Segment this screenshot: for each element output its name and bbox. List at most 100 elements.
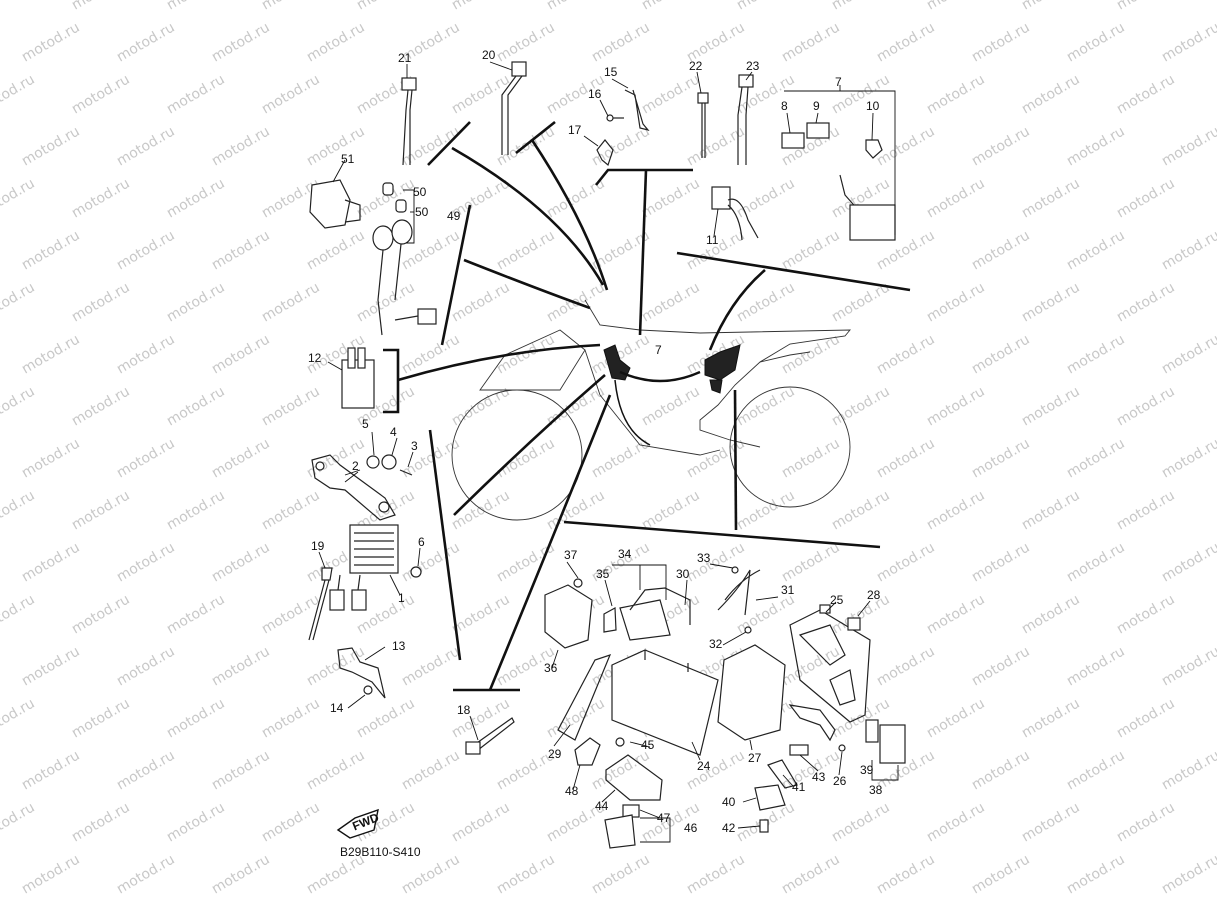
watermark-text: motod.ru: [19, 19, 83, 65]
part-label-35: 35: [596, 567, 610, 581]
watermark-text: motod.ru: [399, 539, 463, 585]
watermark-text: motod.ru: [779, 227, 843, 273]
watermark-text: motod.ru: [639, 383, 703, 429]
part-label-44: 44: [595, 799, 609, 813]
watermark-text: motod.ru: [1064, 643, 1128, 689]
watermark-text: motod.ru: [69, 175, 133, 221]
watermark-text: motod.ru: [209, 747, 273, 793]
watermark-text: motod.ru: [1019, 0, 1083, 13]
watermark-text: motod.ru: [209, 539, 273, 585]
watermark-text: motod.ru: [969, 435, 1033, 481]
watermark-text: motod.ru: [209, 435, 273, 481]
watermark-text: motod.ru: [1159, 227, 1217, 273]
watermark-text: motod.ru: [969, 643, 1033, 689]
coupler-12: [341, 347, 375, 409]
watermark-text: motod.ru: [114, 851, 178, 897]
watermark-text: motod.ru: [734, 0, 798, 13]
part-label-16: 16: [588, 87, 602, 101]
watermark-text: motod.ru: [684, 851, 748, 897]
part-label-20: 20: [482, 48, 496, 62]
watermark-text: motod.ru: [304, 123, 368, 169]
part-label-8: 8: [781, 99, 788, 113]
watermark-text: motod.ru: [1159, 331, 1217, 377]
watermark-text: motod.ru: [1159, 123, 1217, 169]
part-label-26: 26: [833, 774, 847, 788]
part-label-27: 27: [748, 751, 762, 765]
part-label-6: 6: [418, 535, 425, 549]
motorcycle-outline: [451, 299, 851, 521]
watermark-text: motod.ru: [924, 279, 988, 325]
watermark-text: motod.ru: [19, 331, 83, 377]
watermark-text: motod.ru: [969, 19, 1033, 65]
watermark-text: motod.ru: [259, 695, 323, 741]
watermark-text: motod.ru: [779, 19, 843, 65]
battery-group: [544, 564, 906, 849]
watermark-text: motod.ru: [69, 383, 133, 429]
part-label-31: 31: [781, 583, 795, 597]
watermark-text: motod.ru: [304, 747, 368, 793]
watermark-text: motod.ru: [1019, 71, 1083, 117]
watermark-text: motod.ru: [1064, 331, 1128, 377]
watermark-text: motod.ru: [779, 851, 843, 897]
watermark-text: motod.ru: [779, 643, 843, 689]
watermark-text: motod.ru: [924, 591, 988, 637]
watermark-text: motod.ru: [399, 747, 463, 793]
watermark-text: motod.ru: [684, 539, 748, 585]
part-label-2: 2: [352, 459, 359, 473]
watermark-text: motod.ru: [684, 435, 748, 481]
watermark-text: motod.ru: [1159, 539, 1217, 585]
watermark-text: motod.ru: [1114, 487, 1178, 533]
watermark-text: motod.ru: [1064, 123, 1128, 169]
watermark-text: motod.ru: [779, 435, 843, 481]
watermark-text: motod.ru: [449, 279, 513, 325]
watermark-text: motod.ru: [114, 643, 178, 689]
watermark-text: motod.ru: [1114, 279, 1178, 325]
watermark-text: motod.ru: [209, 851, 273, 897]
watermark-text: motod.ru: [69, 71, 133, 117]
watermark-text: motod.ru: [1064, 747, 1128, 793]
watermark-text: motod.ru: [69, 279, 133, 325]
watermark-text: motod.ru: [1114, 799, 1178, 845]
watermark-text: motod.ru: [1019, 695, 1083, 741]
watermark-text: motod.ru: [354, 279, 418, 325]
watermark-text: motod.ru: [354, 0, 418, 13]
part-label-38: 38: [869, 783, 883, 797]
watermark-text: motod.ru: [0, 695, 38, 741]
watermark-text: motod.ru: [969, 331, 1033, 377]
watermark-text: motod.ru: [1159, 643, 1217, 689]
watermark-text: motod.ru: [209, 19, 273, 65]
watermark-text: motod.ru: [874, 539, 938, 585]
part-label-45: 45: [641, 738, 655, 752]
part-label-24: 24: [697, 759, 711, 773]
watermark-text: motod.ru: [494, 19, 558, 65]
cable-ties-group: [401, 61, 754, 166]
part-label-10: 10: [866, 99, 880, 113]
watermark-text: motod.ru: [639, 71, 703, 117]
diagram-code: B29B110-S410: [340, 845, 421, 859]
watermark-text: motod.ru: [874, 331, 938, 377]
watermark-text: motod.ru: [494, 435, 558, 481]
watermark-text: motod.ru: [494, 227, 558, 273]
watermark-text: motod.ru: [0, 591, 38, 637]
watermark-text: motod.ru: [114, 19, 178, 65]
part-label-50-b: 50: [415, 205, 429, 219]
watermark-text: motod.ru: [1019, 799, 1083, 845]
part-label-29: 29: [548, 747, 562, 761]
part-labels: 1 2 3 4 5 6 7 7 8 9 10 11 12 13 14 15 16…: [308, 48, 883, 835]
watermark-text: motod.ru: [69, 487, 133, 533]
watermark-text: motod.ru: [0, 279, 38, 325]
watermark-text: motod.ru: [19, 643, 83, 689]
watermark-text: motod.ru: [1114, 71, 1178, 117]
watermark-text: motod.ru: [1064, 851, 1128, 897]
watermark-text: motod.ru: [544, 0, 608, 13]
watermark-text: motod.ru: [589, 123, 653, 169]
watermark-text: motod.ru: [259, 383, 323, 429]
part-label-19: 19: [311, 539, 325, 553]
watermark-text: motod.ru: [354, 695, 418, 741]
watermark-text: motod.ru: [779, 331, 843, 377]
watermark-text: motod.ru: [829, 383, 893, 429]
watermark-text: motod.ru: [114, 227, 178, 273]
watermark-text: motod.ru: [1159, 747, 1217, 793]
watermark-text: motod.ru: [449, 799, 513, 845]
watermark-text: motod.ru: [19, 227, 83, 273]
